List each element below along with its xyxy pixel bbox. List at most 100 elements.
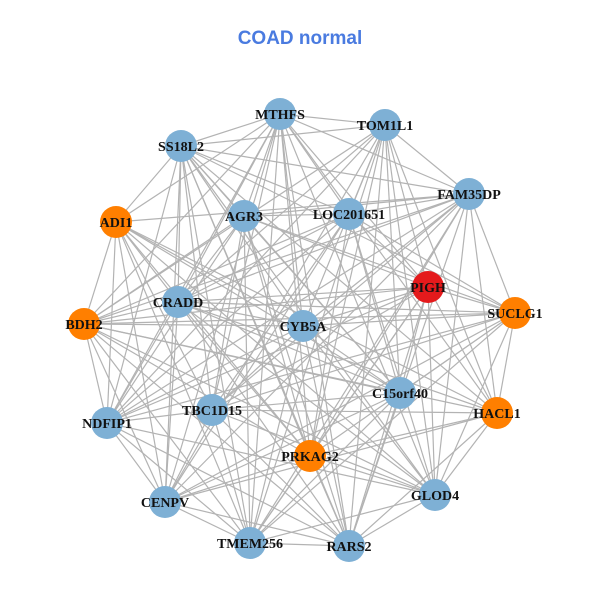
edge-MTHFS-TOM1L1 [279, 113, 386, 126]
edge-AGR3-TMEM256 [243, 215, 251, 544]
node-ndfip1[interactable]: NDFIP1 [82, 407, 132, 439]
edge-AGR3-PIGH [243, 215, 429, 288]
node-agr3[interactable]: AGR3 [225, 200, 263, 232]
edge-CYB5A-C15orf40 [302, 325, 401, 394]
edge-FAM35DP-CYB5A [302, 193, 470, 327]
edge-CYB5A-NDFIP1 [106, 325, 304, 424]
node-cyb5a[interactable]: CYB5A [280, 310, 328, 342]
edge-C15orf40-RARS2 [348, 392, 401, 547]
edge-PRKAG2-TMEM256 [249, 455, 311, 544]
edge-FAM35DP-CENPV [164, 193, 470, 503]
node-fam35dp[interactable]: FAM35DP [437, 178, 501, 210]
edge-C15orf40-TMEM256 [249, 392, 401, 544]
node-label: TMEM256 [217, 537, 283, 552]
edge-FAM35DP-LOC201651 [348, 193, 470, 215]
node-circle[interactable] [91, 407, 123, 439]
edge-CRADD-C15orf40 [177, 301, 401, 394]
node-cenpv[interactable]: CENPV [141, 486, 189, 518]
edge-PRKAG2-RARS2 [309, 455, 350, 547]
node-circle[interactable] [100, 206, 132, 238]
edge-BDH2-CENPV [83, 323, 166, 503]
node-label: TBC1D15 [182, 404, 242, 419]
node-circle[interactable] [228, 200, 260, 232]
edge-CRADD-NDFIP1 [106, 301, 179, 424]
node-glod4[interactable]: GLOD4 [411, 479, 459, 511]
edge-SUCLG1-CYB5A [302, 312, 516, 327]
node-label: MTHFS [255, 108, 305, 123]
node-hacl1[interactable]: HACL1 [473, 397, 521, 429]
node-circle[interactable] [165, 130, 197, 162]
node-circle[interactable] [481, 397, 513, 429]
node-circle[interactable] [499, 297, 531, 329]
node-circle[interactable] [333, 198, 365, 230]
edge-CRADD-PRKAG2 [177, 301, 311, 457]
node-circle[interactable] [333, 530, 365, 562]
edge-TOM1L1-CRADD [177, 124, 386, 303]
node-circle[interactable] [419, 479, 451, 511]
node-bdh2[interactable]: BDH2 [65, 308, 103, 340]
edge-NDFIP1-RARS2 [106, 422, 350, 547]
edge-TOM1L1-FAM35DP [384, 124, 470, 195]
node-circle[interactable] [369, 109, 401, 141]
node-c15orf40[interactable]: C15orf40 [372, 377, 428, 409]
edge-CYB5A-TBC1D15 [211, 325, 304, 411]
node-circle[interactable] [412, 271, 444, 303]
edge-TOM1L1-RARS2 [348, 124, 386, 547]
edge-LOC201651-SUCLG1 [348, 213, 516, 314]
edge-HACL1-RARS2 [348, 412, 498, 547]
edge-PIGH-BDH2 [83, 286, 429, 325]
node-circle[interactable] [453, 178, 485, 210]
node-circle[interactable] [149, 486, 181, 518]
node-label: SUCLG1 [487, 307, 542, 322]
node-tbc1d15[interactable]: TBC1D15 [182, 394, 242, 426]
edge-SS18L2-FAM35DP [180, 145, 470, 195]
edge-AGR3-SUCLG1 [243, 215, 516, 314]
edge-ADI1-NDFIP1 [106, 221, 117, 424]
node-circle[interactable] [264, 98, 296, 130]
node-ss18l2[interactable]: SS18L2 [158, 130, 204, 162]
node-prkag2[interactable]: PRKAG2 [281, 440, 339, 472]
node-circle[interactable] [196, 394, 228, 426]
node-label: FAM35DP [437, 188, 501, 203]
edge-BDH2-RARS2 [83, 323, 350, 547]
node-tom1l1[interactable]: TOM1L1 [357, 109, 414, 141]
edge-BDH2-HACL1 [83, 323, 498, 414]
edge-ADI1-BDH2 [83, 221, 117, 325]
edge-FAM35DP-TBC1D15 [211, 193, 470, 411]
node-mthfs[interactable]: MTHFS [255, 98, 305, 130]
edge-TOM1L1-PIGH [384, 124, 429, 288]
node-loc201651[interactable]: LOC201651 [313, 198, 385, 230]
edge-AGR3-BDH2 [83, 215, 245, 325]
node-label: RARS2 [326, 540, 371, 555]
edge-BDH2-NDFIP1 [83, 323, 108, 424]
node-suclg1[interactable]: SUCLG1 [487, 297, 543, 329]
edge-C15orf40-TBC1D15 [211, 392, 401, 411]
edge-FAM35DP-ADI1 [115, 193, 470, 223]
node-cradd[interactable]: CRADD [153, 286, 204, 318]
node-rars2[interactable]: RARS2 [326, 530, 372, 562]
edge-SS18L2-NDFIP1 [106, 145, 182, 424]
node-circle[interactable] [162, 286, 194, 318]
node-pigh[interactable]: PIGH [410, 271, 446, 303]
node-circle[interactable] [287, 310, 319, 342]
node-circle[interactable] [68, 308, 100, 340]
edge-MTHFS-SS18L2 [180, 113, 281, 147]
node-label: CYB5A [280, 320, 328, 335]
edge-NDFIP1-CENPV [106, 422, 166, 503]
edge-GLOD4-TMEM256 [249, 494, 436, 544]
node-circle[interactable] [294, 440, 326, 472]
node-label: ADI1 [100, 216, 133, 231]
edge-PIGH-GLOD4 [427, 286, 436, 496]
edge-MTHFS-AGR3 [243, 113, 281, 217]
edge-SUCLG1-GLOD4 [434, 312, 516, 496]
edge-SS18L2-LOC201651 [180, 145, 350, 215]
edge-FAM35DP-GLOD4 [434, 193, 470, 496]
node-circle[interactable] [234, 527, 266, 559]
node-tmem256[interactable]: TMEM256 [217, 527, 283, 559]
node-circle[interactable] [384, 377, 416, 409]
edge-layer [83, 113, 516, 547]
node-adi1[interactable]: ADI1 [100, 206, 133, 238]
edge-MTHFS-FAM35DP [279, 113, 470, 195]
